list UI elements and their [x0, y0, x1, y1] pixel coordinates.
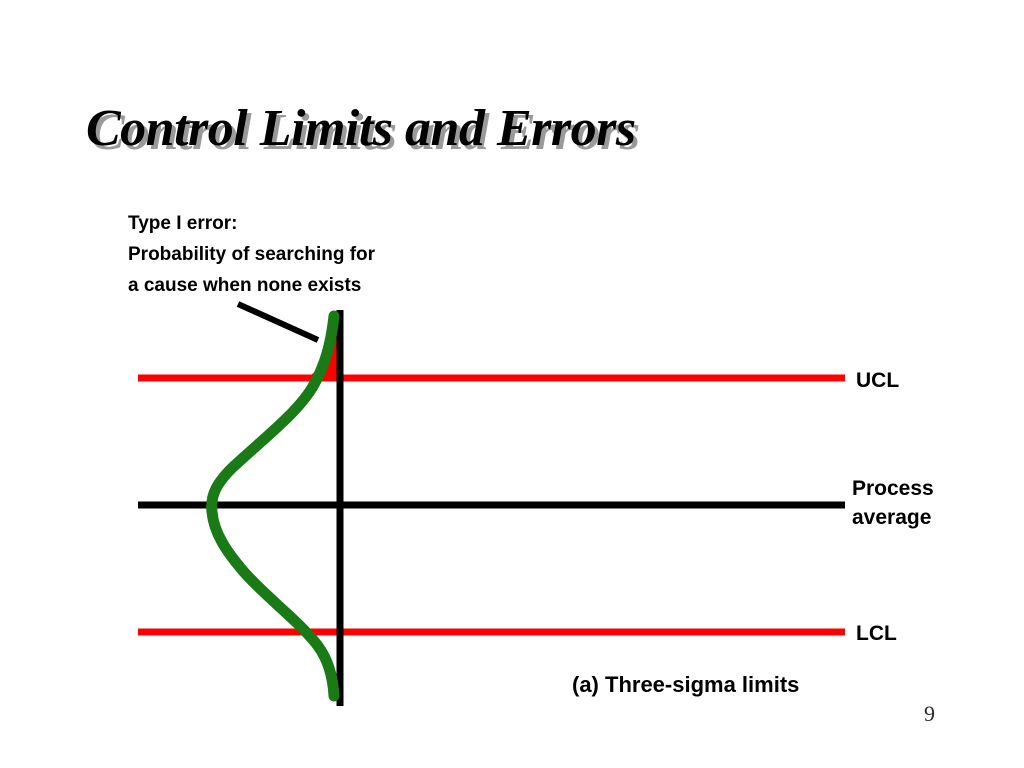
annotation-line-3: a cause when none exists	[128, 275, 362, 296]
annotation-line-2: Probability of searching for	[128, 244, 376, 265]
annotation-leader-line	[236, 301, 320, 343]
page-title: Control Limits and Errors	[86, 100, 636, 157]
figure-caption: (a) Three-sigma limits	[572, 672, 800, 697]
lcl-label: LCL	[856, 622, 897, 645]
process-average-label: Process average	[852, 474, 934, 532]
annotation-line-1: Type I error:	[128, 213, 238, 234]
ucl-label: UCL	[856, 369, 900, 392]
type-i-error-tail-region	[304, 314, 340, 379]
page-number: 9	[924, 701, 935, 726]
process-average-label-line-2: average	[852, 506, 932, 529]
process-average-label-line-1: Process	[852, 477, 934, 500]
sampling-distribution-curve	[206, 310, 340, 702]
type-i-error-annotation: Type I error: Probability of searching f…	[128, 208, 375, 301]
